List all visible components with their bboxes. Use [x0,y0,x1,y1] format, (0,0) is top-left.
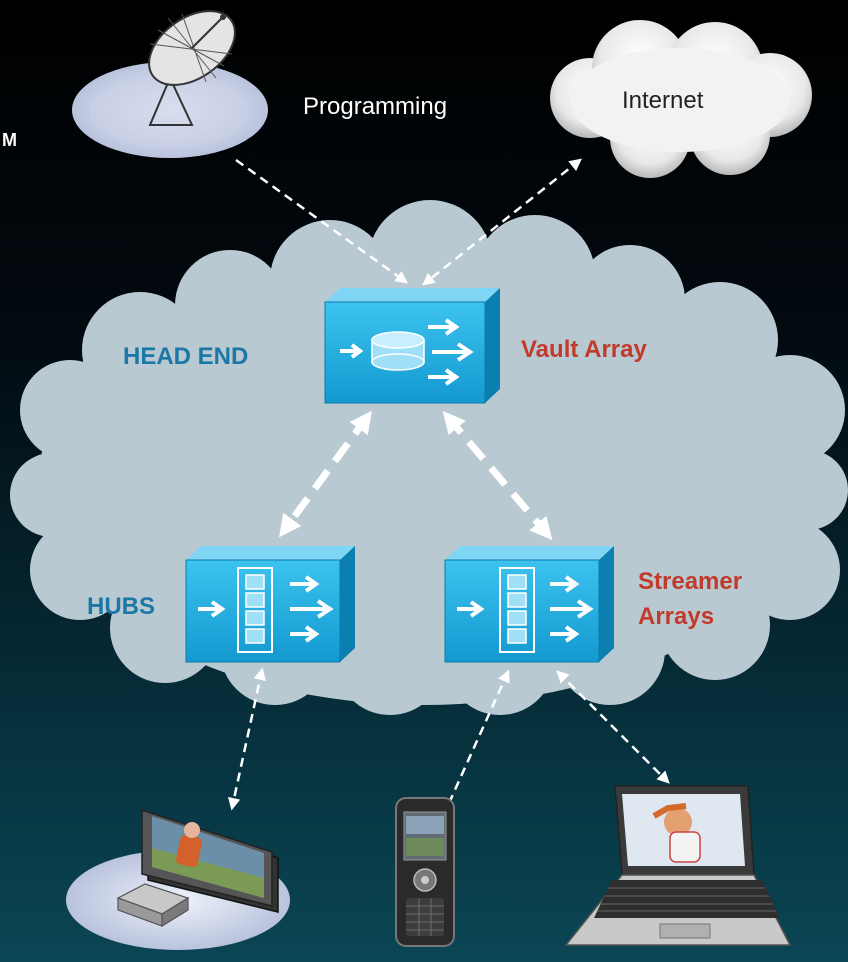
link-streamer-phone [443,669,510,815]
streamer-arrays-label-line1: Streamer [638,568,743,595]
internet-cloud-icon [550,20,812,178]
link-headend-streamer [442,410,553,541]
link-streamer-laptop [556,670,670,784]
link-programming-headend [235,158,409,284]
vault-array-label: Vault Array [521,336,647,363]
internet-label: Internet [622,87,704,114]
connector-lines [228,158,670,815]
satellite-dish-icon [72,10,268,158]
link-internet-headend [422,158,582,286]
streamer-arrays-label-line2: Arrays [638,603,715,630]
hub-streamer-icon [185,546,355,663]
head-end-label: HEAD END [123,343,249,370]
streamer-array-icon [444,546,614,663]
hubs-label: HUBS [87,593,156,620]
laptop-icon [564,785,792,946]
network-cloud [10,200,848,715]
mobile-phone-icon [395,797,455,947]
edge-text-fragment: M [2,130,17,150]
link-hub-tv [228,667,266,811]
link-headend-hub [279,410,372,538]
programming-label: Programming [303,93,448,120]
television-settop-icon [66,808,290,950]
vault-array-icon [324,288,500,404]
